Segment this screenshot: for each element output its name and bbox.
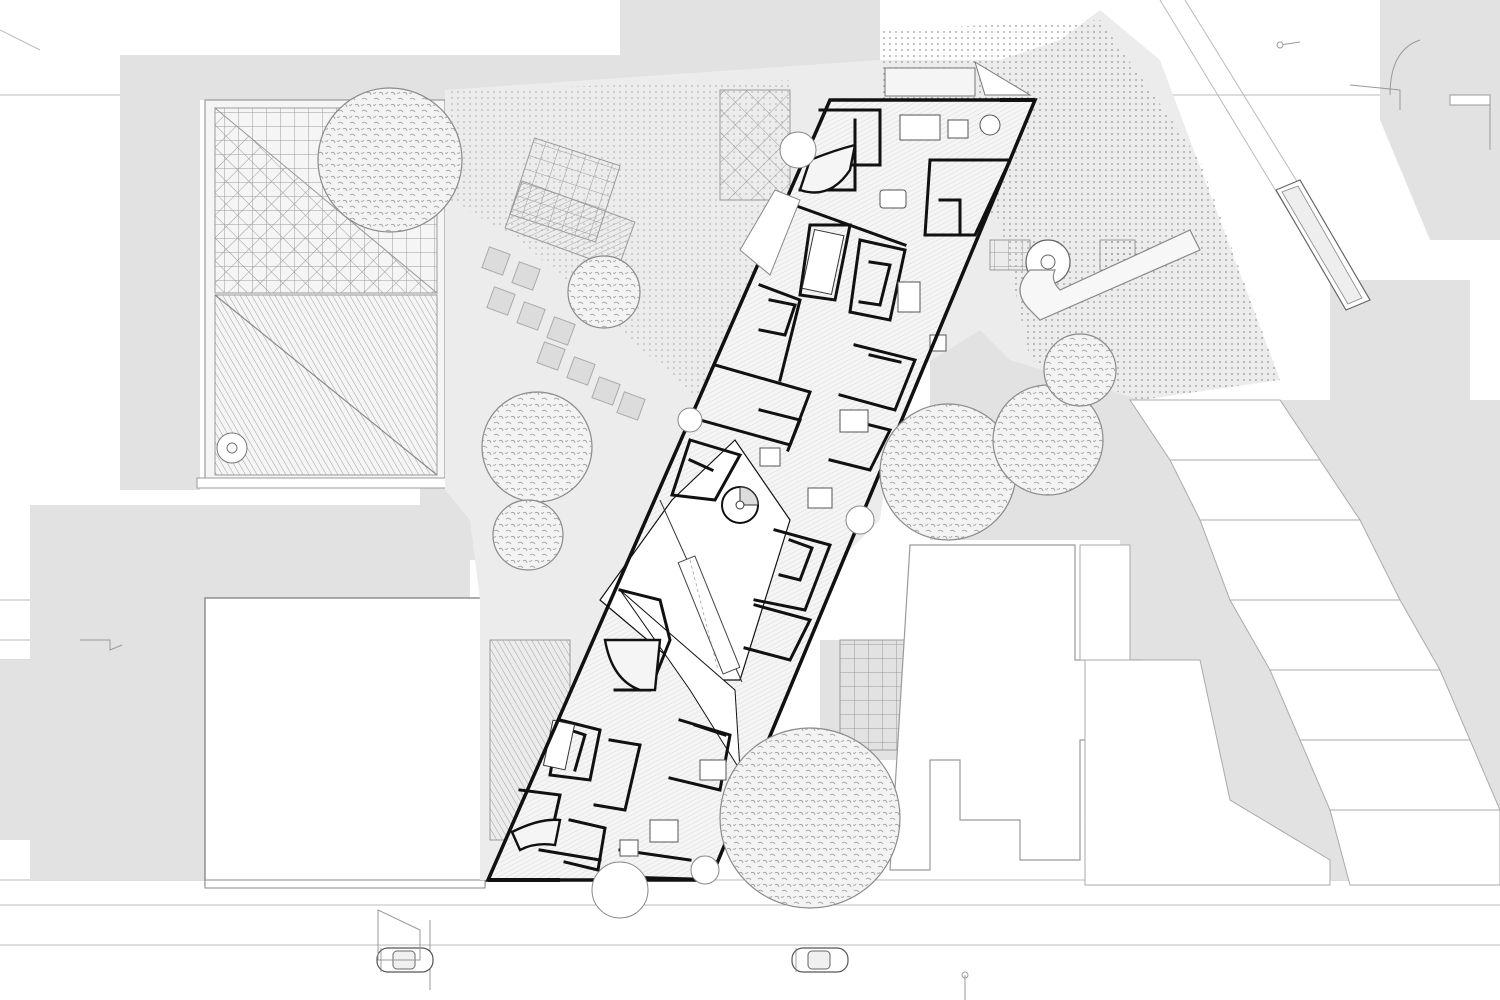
bus-shelter [1275, 179, 1371, 311]
car-icon [791, 947, 849, 973]
tree-icon [481, 391, 593, 503]
tree-icon [1043, 333, 1117, 407]
tree-icon [567, 255, 641, 329]
table-icon [947, 119, 969, 139]
table-icon [899, 114, 941, 141]
building-southeast [889, 544, 1331, 886]
terrace-row-east [1129, 399, 1500, 886]
courtyard-building-west [196, 99, 448, 489]
interior-walls [518, 108, 1013, 872]
trees [317, 87, 1117, 909]
tree-icon [992, 384, 1104, 496]
tree-icon [317, 87, 463, 233]
bath-icon [619, 839, 639, 857]
annex-west [591, 131, 875, 919]
table-icon [807, 487, 833, 509]
table-icon [759, 447, 781, 467]
stepping-stones [481, 246, 646, 421]
tree-icon [719, 727, 901, 909]
building-southwest [204, 597, 486, 889]
table-icon [677, 555, 741, 675]
table-icon [649, 819, 679, 843]
driveway [377, 909, 421, 961]
furniture [619, 114, 1001, 857]
bed-icon [897, 281, 921, 313]
spiral-stair-icon [216, 432, 248, 464]
spiral-stair-icon [721, 486, 759, 524]
tree-icon [879, 403, 1017, 541]
curved-walls [510, 143, 857, 852]
main-building [485, 98, 1038, 882]
spiral-stair-east [1019, 229, 1201, 321]
bed-icon [879, 189, 907, 209]
tree-icon [492, 499, 564, 571]
northeast-pavilion [884, 60, 1032, 97]
bed-icon [839, 409, 869, 433]
bed-icon [699, 759, 727, 781]
